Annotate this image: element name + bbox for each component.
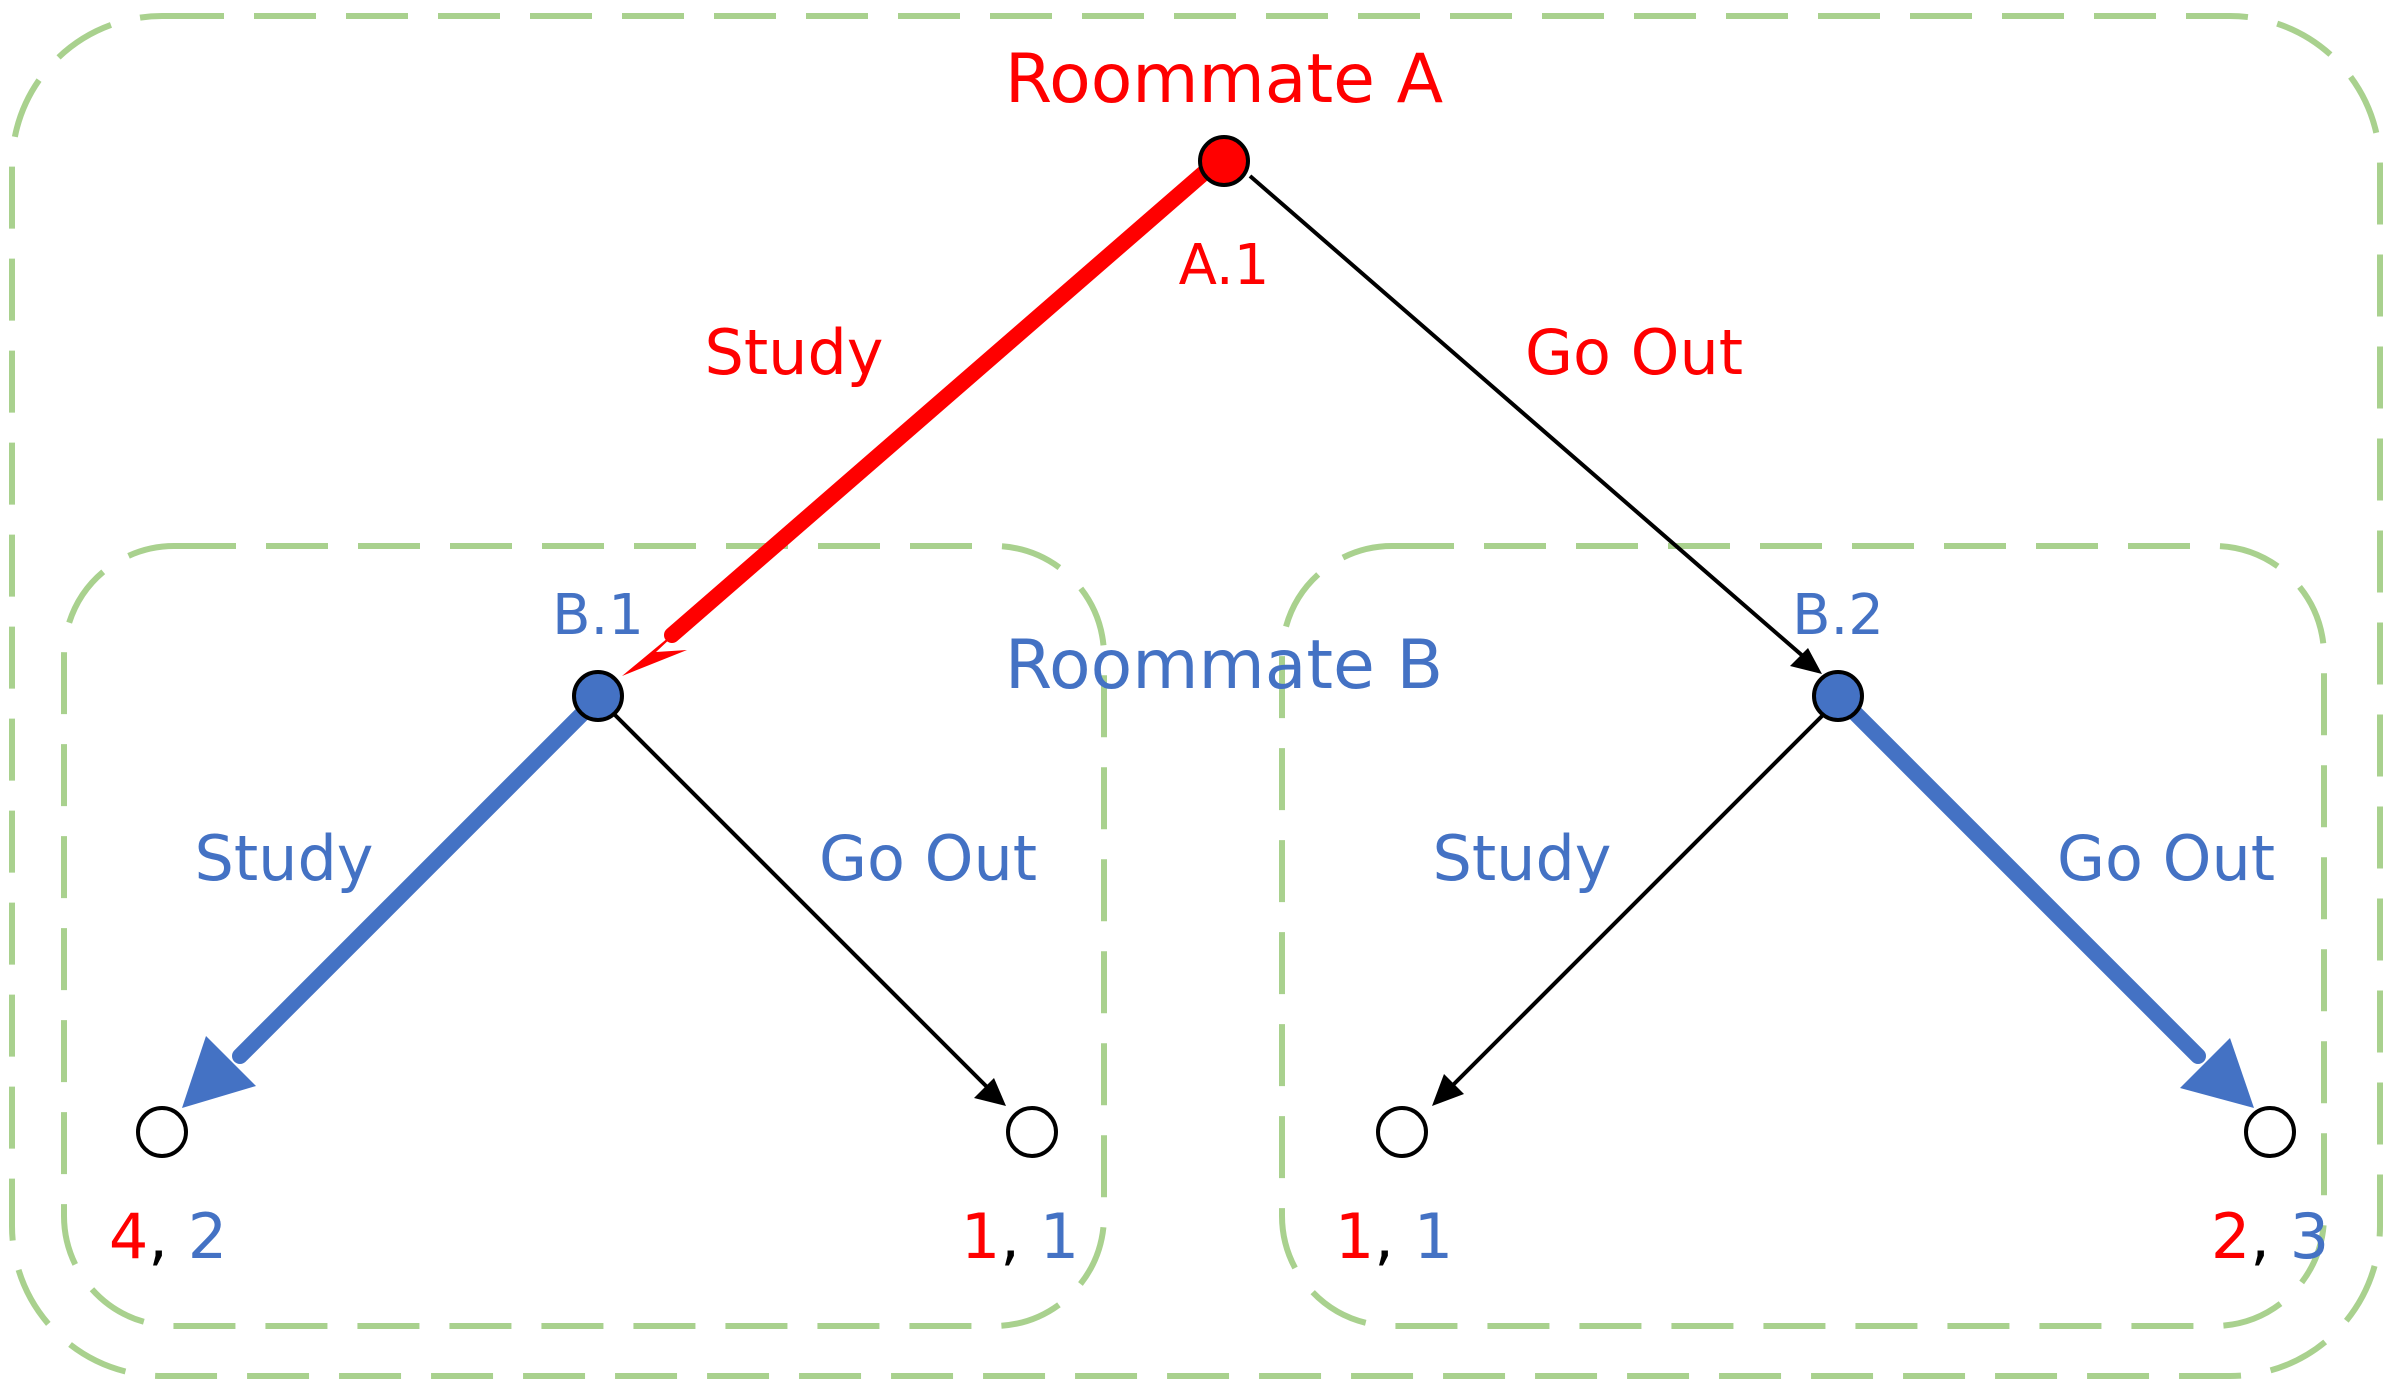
arrowhead-b1-goout: [974, 1078, 1006, 1106]
move-label-b1-goout: Go Out: [819, 822, 1037, 895]
subgame-border-outer: [9, 13, 2383, 1379]
payoff-2-b: 1: [1040, 1200, 1079, 1273]
arrowhead-b1-study: [182, 1036, 256, 1108]
arrowhead-a-goout: [1790, 648, 1822, 674]
player-b-label: Roommate B: [1005, 626, 1443, 705]
payoff-4: 2, 3: [2211, 1200, 2329, 1273]
payoff-3: 1, 1: [1335, 1200, 1453, 1273]
move-label-a-goout: Go Out: [1525, 316, 1743, 389]
move-label-b2-goout: Go Out: [2057, 822, 2275, 895]
node-label-b1: B.1: [552, 583, 644, 648]
node-label-a1: A.1: [1179, 233, 1270, 298]
node-b1: [572, 670, 624, 722]
node-label-b2: B.2: [1792, 583, 1884, 648]
edge-b2-goout: [1842, 700, 2206, 1064]
edge-b2-study: [1442, 710, 1828, 1096]
move-label-b1-study: Study: [194, 822, 373, 895]
subgame-border-right: [1279, 543, 2327, 1329]
payoff-1-a: 4: [109, 1200, 148, 1273]
move-label-a-study: Study: [704, 316, 883, 389]
payoff-1-sep: ,: [148, 1200, 168, 1273]
payoff-1-b: 2: [188, 1200, 227, 1273]
payoff-2: 1, 1: [961, 1200, 1079, 1273]
payoff-4-b: 3: [2290, 1200, 2329, 1273]
leaf-node-1: [136, 1106, 188, 1158]
payoff-2-a: 1: [961, 1200, 1000, 1273]
payoff-4-a: 2: [2211, 1200, 2250, 1273]
node-b2: [1812, 670, 1864, 722]
arrowhead-a-study: [622, 618, 692, 676]
payoff-3-space: [1394, 1200, 1414, 1273]
move-label-b2-study: Study: [1432, 822, 1611, 895]
leaf-node-3: [1376, 1106, 1428, 1158]
leaf-node-2: [1006, 1106, 1058, 1158]
payoff-3-b: 1: [1414, 1200, 1453, 1273]
leaf-node-4: [2244, 1106, 2296, 1158]
payoff-3-a: 1: [1335, 1200, 1374, 1273]
arrowhead-b2-goout: [2180, 1038, 2254, 1108]
edge-a-goout: [1248, 174, 1814, 666]
payoff-4-sep: ,: [2250, 1200, 2270, 1273]
arrowhead-b2-study: [1432, 1074, 1464, 1106]
edge-b1-goout: [610, 710, 996, 1096]
edge-b1-study: [232, 700, 596, 1064]
payoff-4-space: [2270, 1200, 2290, 1273]
edge-a-study: [664, 164, 1213, 643]
player-a-label: Roommate A: [1005, 40, 1443, 119]
payoff-1: 4, 2: [109, 1200, 227, 1273]
node-a1: [1198, 135, 1250, 187]
payoff-3-sep: ,: [1374, 1200, 1394, 1273]
payoff-2-space: [1020, 1200, 1040, 1273]
payoff-1-space: [168, 1200, 188, 1273]
payoff-2-sep: ,: [1000, 1200, 1020, 1273]
subgame-border-left: [61, 543, 1107, 1329]
